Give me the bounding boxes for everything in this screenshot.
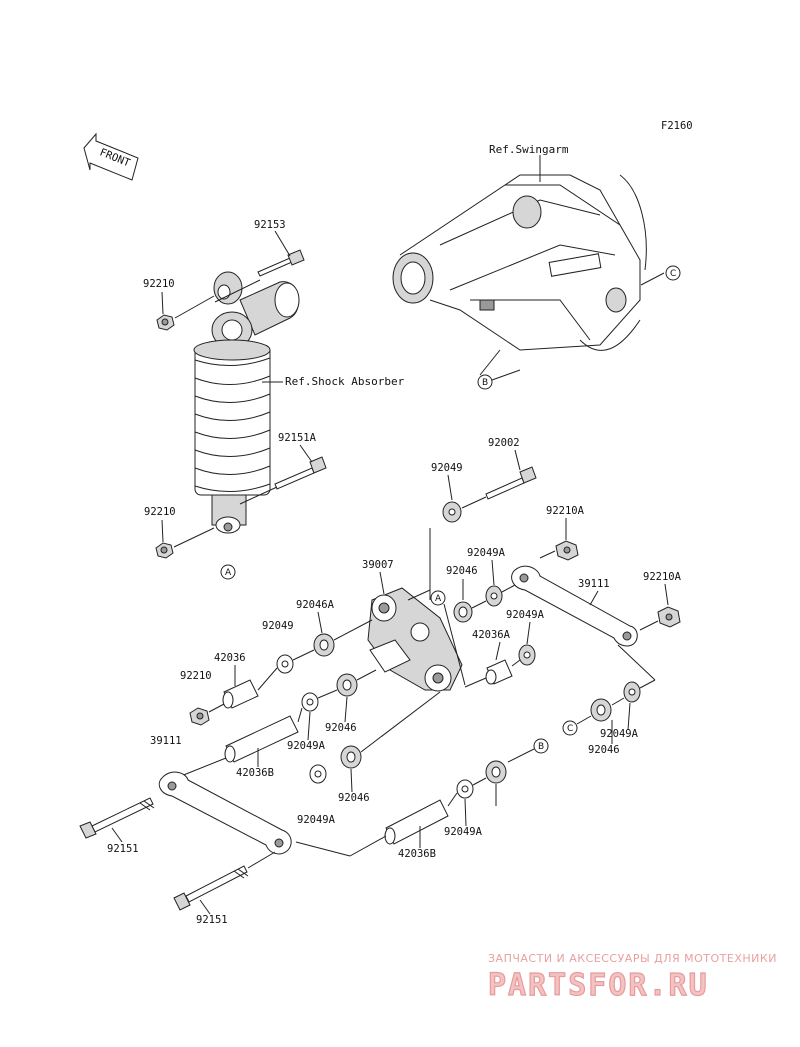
part-label: 92049	[431, 462, 463, 474]
bearing-92046-right	[590, 698, 612, 722]
figure-code: F2160	[661, 120, 693, 132]
part-label: 39007	[362, 559, 394, 571]
part-label: 92151	[196, 914, 228, 926]
part-label: 92210	[143, 278, 175, 290]
part-label: 92049A	[467, 547, 506, 559]
collar-92049-upper	[442, 501, 462, 523]
callout-c-swingarm: C	[640, 265, 681, 286]
svg-text:B: B	[482, 378, 488, 388]
bolt-92151-lower	[173, 865, 249, 911]
part-label: 92151A	[278, 432, 317, 444]
collar-42036a	[485, 659, 513, 685]
link-rod-39111-lower	[158, 771, 292, 855]
part-label: 92210A	[546, 505, 585, 517]
part-label: 42036A	[472, 629, 511, 641]
watermark-tagline: ЗАПЧАСТИ И АКСЕССУАРЫ ДЛЯ МОТОТЕХНИКИ	[488, 952, 777, 965]
nut-92210a-right	[657, 606, 681, 628]
washer-92049a-right	[518, 644, 536, 666]
callout-a-rocker: A	[430, 590, 466, 686]
part-label: 92049A	[506, 609, 545, 621]
part-label: 42036	[214, 652, 246, 664]
part-label: 92046A	[296, 599, 335, 611]
washer-92049a-center	[301, 692, 319, 712]
part-label: 92046	[325, 722, 357, 734]
bolt-92151-upper	[79, 797, 155, 839]
nut-92210-top	[156, 314, 175, 331]
ref-swingarm-label: Ref.Swingarm	[489, 143, 569, 156]
washer-92049a-mid	[485, 585, 503, 607]
part-label: 92049A	[287, 740, 326, 752]
part-label: 92002	[488, 437, 520, 449]
bearing-92046-lower-right	[485, 760, 507, 784]
part-label: 92049	[262, 620, 294, 632]
callout-b-lower: B	[507, 738, 549, 763]
part-label: 92210	[144, 506, 176, 518]
rocker-arm-39007	[367, 587, 463, 692]
callout-b-swingarm: B	[477, 369, 521, 390]
bearing-92046-center	[336, 673, 358, 697]
ref-shock-absorber-label: Ref.Shock Absorber	[285, 375, 405, 388]
washer-92049a-lower	[456, 779, 474, 799]
svg-text:A: A	[435, 594, 442, 604]
part-label: 92153	[254, 219, 286, 231]
bearing-92046-lower	[340, 745, 362, 769]
collar-42036	[222, 679, 259, 709]
collar-42036b-left	[224, 715, 299, 763]
bolt-92002	[485, 466, 537, 500]
bearing-92046-mid	[453, 601, 473, 623]
part-label: 92151	[107, 843, 139, 855]
bolt-92151a	[274, 456, 327, 490]
part-label: 92049A	[444, 826, 483, 838]
washer-lower-center	[309, 764, 327, 784]
part-label: 39111	[578, 578, 610, 590]
link-rod-39111-upper	[511, 565, 638, 647]
front-arrow-icon: FRONT	[83, 132, 139, 181]
bearing-92046a	[313, 633, 335, 657]
svg-text:C: C	[670, 269, 676, 279]
nut-92210a-upper	[555, 540, 579, 561]
part-label: 92046	[338, 792, 370, 804]
part-label: 92049A	[600, 728, 639, 740]
part-label: 92046	[588, 744, 620, 756]
callout-c-lower: C	[562, 715, 592, 736]
callout-a-shock: A	[220, 564, 236, 580]
svg-text:B: B	[538, 742, 544, 752]
watermark-brand: PARTSFOR.RU	[488, 968, 709, 1003]
part-label: 42036B	[236, 767, 274, 779]
part-label: 92046	[446, 565, 478, 577]
nut-92210-left	[189, 707, 210, 726]
collar-42036b-right	[384, 799, 449, 845]
part-label: 92210A	[643, 571, 682, 583]
nut-92210-lower	[155, 542, 174, 559]
part-label: 42036B	[398, 848, 436, 860]
svg-text:C: C	[567, 724, 573, 734]
part-label: 92049A	[297, 814, 336, 826]
part-label: 39111	[150, 735, 182, 747]
bolt-92153	[257, 249, 305, 277]
label-leaders	[111, 230, 669, 915]
washer-92049-left	[276, 654, 294, 674]
svg-text:A: A	[225, 568, 232, 578]
swingarm-drawing	[392, 174, 647, 376]
washer-92049a-lower-right	[623, 681, 641, 703]
shock-absorber-drawing	[193, 271, 300, 534]
part-label: 92210	[180, 670, 212, 682]
